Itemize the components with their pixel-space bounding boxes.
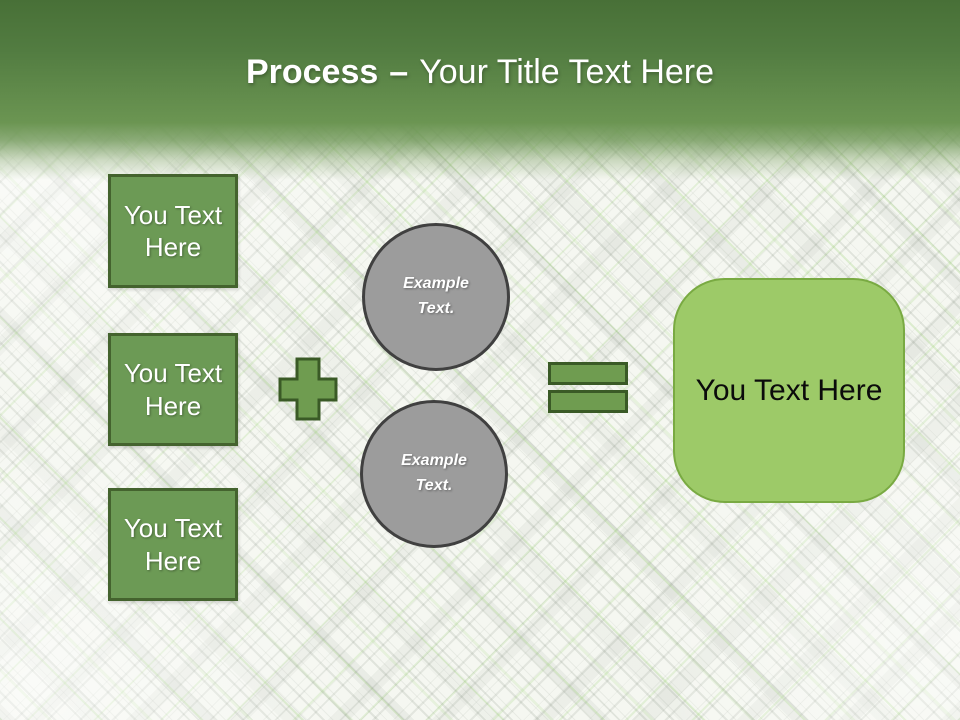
- circle-label: Example Text.: [401, 452, 467, 494]
- process-input-box-2: You Text Here: [108, 333, 238, 446]
- result-label: You Text Here: [695, 373, 883, 407]
- title-rest-text: Your Title Text Here: [419, 53, 715, 91]
- process-input-box-1: You Text Here: [108, 174, 238, 288]
- header-band: Process – Your Title Text Here: [0, 0, 960, 180]
- title-dash: –: [389, 53, 409, 91]
- process-input-box-3: You Text Here: [108, 488, 238, 601]
- box-label: You Text Here: [123, 199, 223, 263]
- box-label: You Text Here: [123, 513, 223, 576]
- result-box: You Text Here: [673, 278, 905, 503]
- box-label: You Text Here: [123, 358, 223, 421]
- equals-icon: [548, 362, 628, 413]
- equals-bar-top: [548, 362, 628, 385]
- plus-icon: [278, 357, 338, 421]
- equals-bar-bottom: [548, 390, 628, 413]
- example-circle-2: Example Text.: [360, 400, 508, 548]
- example-circle-1: Example Text.: [362, 223, 510, 371]
- slide-title: Process – Your Title Text Here: [0, 52, 960, 92]
- circle-label: Example Text.: [403, 275, 469, 317]
- title-bold-text: Process: [245, 53, 379, 91]
